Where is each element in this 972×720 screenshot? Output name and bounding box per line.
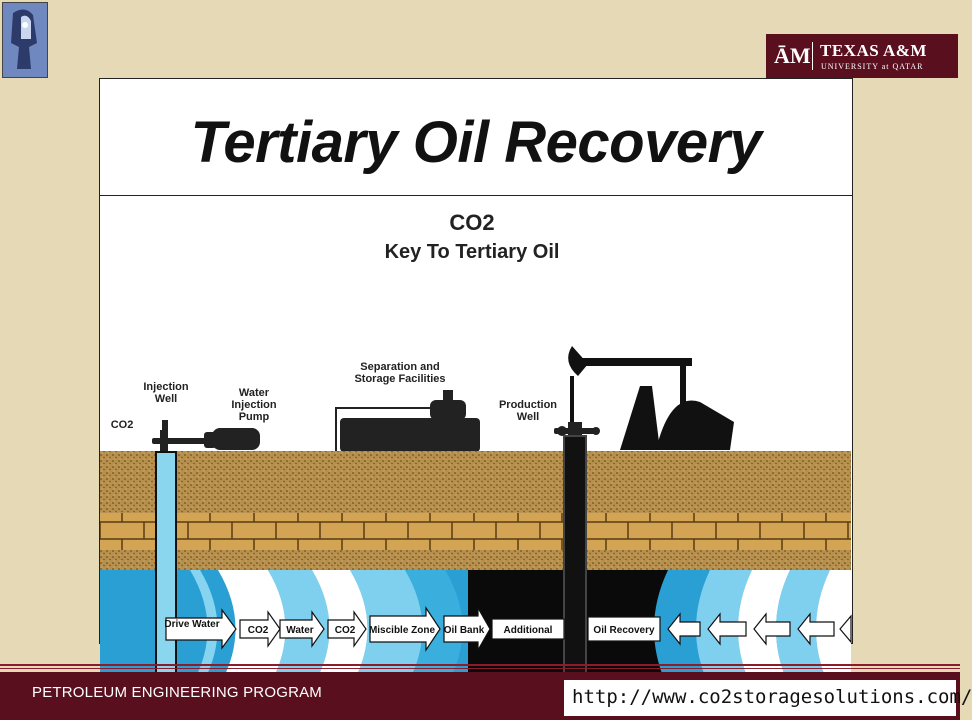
subtitle-key: Key To Tertiary Oil	[385, 241, 560, 263]
atm-monogram-icon: ĀM	[774, 43, 811, 68]
label-production-1: Production	[499, 399, 557, 411]
logo-divider	[812, 42, 813, 70]
topsoil-layer	[100, 451, 851, 513]
zone-arrow-oil-recovery: Oil Recovery	[587, 616, 661, 642]
recovery-diagram: CO2 Key To Tertiary Oil	[100, 210, 852, 718]
label-pump-2: Injection	[231, 399, 277, 411]
zone-arrow-co2-1: CO2	[239, 610, 281, 648]
zone-label: Miscible Zone	[369, 625, 436, 636]
title-box: Tertiary Oil Recovery	[100, 79, 852, 196]
water-injection-pump	[204, 428, 260, 450]
university-name: TEXAS A&M	[820, 41, 927, 60]
upper-sand-layer	[100, 550, 851, 570]
zone-arrow-water: Water	[279, 610, 325, 648]
zone-label: Oil Bank	[444, 625, 485, 636]
label-injection-well-2: Well	[155, 393, 177, 405]
url-box	[564, 680, 956, 716]
program-name: PETROLEUM ENGINEERING PROGRAM	[32, 684, 323, 701]
zone-arrow-miscible: Miscible Zone	[369, 606, 441, 652]
reverse-flow-arrows	[667, 612, 852, 646]
zone-arrow-additional: Additional	[491, 618, 565, 640]
zone-label: Additional	[504, 625, 553, 636]
footer-rule	[0, 664, 960, 666]
zone-label: CO2	[335, 625, 356, 636]
zone-label: Drive Water	[164, 619, 219, 630]
slide-title: Tertiary Oil Recovery	[190, 110, 762, 175]
label-pump-3: Pump	[239, 411, 270, 423]
injection-wellhead	[152, 420, 208, 454]
subtitle-co2: CO2	[449, 210, 494, 235]
university-subname: UNIVERSITY at QATAR	[821, 62, 924, 71]
zone-label: Water	[286, 625, 314, 636]
zone-arrow-oil-bank: Oil Bank	[443, 605, 491, 653]
label-separation-2: Storage Facilities	[354, 373, 445, 385]
institution-emblem	[2, 2, 48, 78]
source-url[interactable]: http://www.co2storagesolutions.com/	[572, 686, 972, 708]
zone-arrow-co2-2: CO2	[327, 610, 367, 648]
texas-am-logo: ĀM TEXAS A&M UNIVERSITY at QATAR	[766, 34, 958, 78]
zone-label: Oil Recovery	[593, 625, 655, 636]
label-separation-1: Separation and	[360, 361, 439, 373]
zone-arrow-drive-water: Drive Water	[164, 608, 237, 650]
zone-label: CO2	[248, 625, 269, 636]
label-injection-well-1: Injection	[143, 381, 189, 393]
footer-rule-thin	[0, 668, 960, 669]
label-co2-input: CO2	[111, 419, 134, 431]
label-pump-1: Water	[239, 387, 270, 399]
label-production-2: Well	[517, 411, 539, 423]
caprock-layer	[100, 513, 851, 550]
tertiary-recovery-figure: Tertiary Oil Recovery CO2 Key To Tertiar…	[99, 78, 853, 718]
pumpjack-icon	[568, 346, 734, 450]
separation-storage-facilities	[335, 390, 480, 452]
